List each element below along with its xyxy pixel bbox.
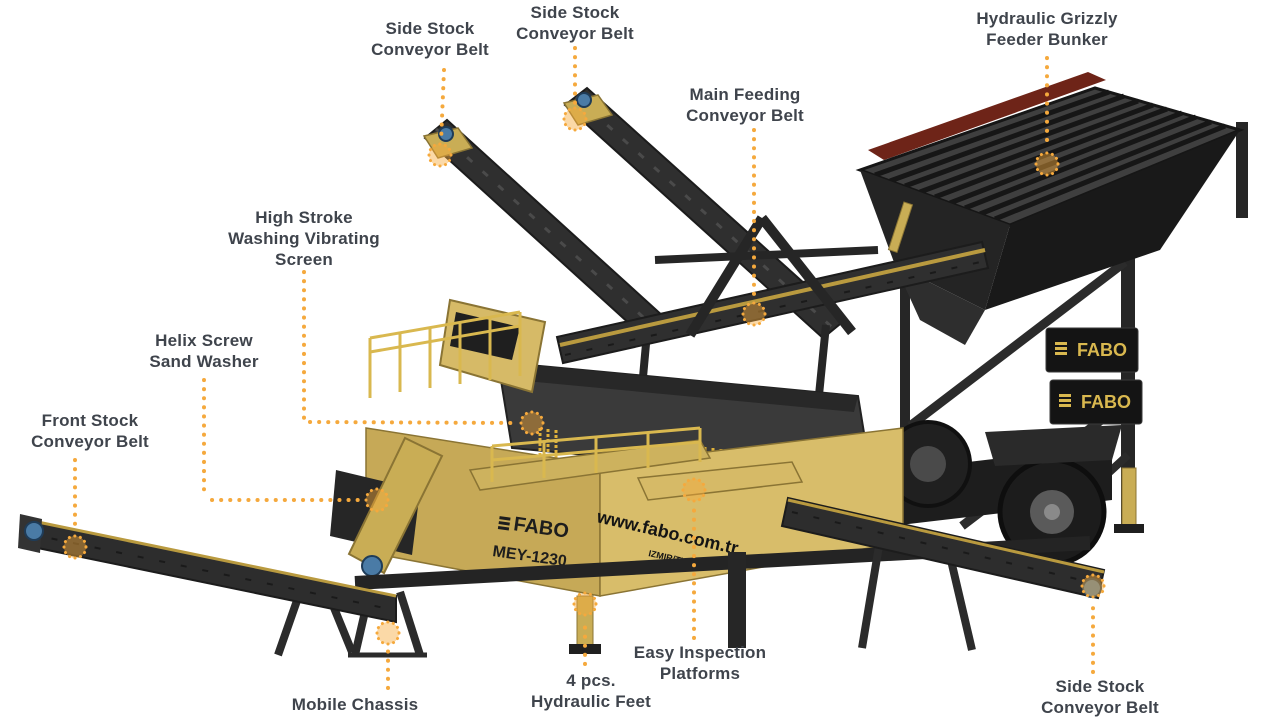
inspection-platforms [468, 426, 804, 501]
helix-screw-sand-washer [330, 436, 444, 577]
front-stock-conveyor [18, 514, 397, 657]
belt-motor-icon [24, 521, 44, 541]
callout-label-hydraulic-feet: 4 pcs. Hydraulic Feet [531, 671, 651, 711]
callout-label-main-feeding-conveyor-belt: Main Feeding Conveyor Belt [686, 85, 804, 125]
callout-lines [73, 46, 1095, 690]
callout-label-side-stock-conveyor-belt-right: Side Stock Conveyor Belt [1041, 677, 1159, 717]
callout-label-front-stock-conveyor-belt: Front Stock Conveyor Belt [31, 411, 149, 451]
belt-motor-icon [438, 126, 454, 142]
helix-motor-icon [361, 555, 383, 577]
callout-label-easy-inspection-platforms: Easy Inspection Platforms [633, 643, 767, 683]
main-feeding-conveyor [555, 214, 990, 365]
callout-label-side-stock-conveyor-belt-left: Side Stock Conveyor Belt [371, 19, 489, 59]
grizzly-bars-icon [874, 89, 1226, 222]
belt-motor-icon [576, 92, 592, 108]
callout-markers [62, 106, 1106, 646]
side-stock-conveyor-top-boom [562, 86, 847, 406]
callout-label-high-stroke-washing-vibrating-screen: High Stroke Washing Vibrating Screen [228, 208, 380, 269]
callout-label-mobile-chassis: Mobile Chassis [291, 695, 419, 714]
fender [985, 425, 1122, 466]
grizzly-feeder-bunker [855, 72, 1245, 345]
fabo-logo-text: FABO [1077, 340, 1127, 360]
fabo-logo-text: FABO [1081, 392, 1131, 412]
callout-label-side-stock-conveyor-belt-top: Side Stock Conveyor Belt [516, 3, 634, 43]
tower-brand-panels: FABO FABO [1045, 327, 1143, 425]
side-stock-conveyor-right-boom [780, 496, 1106, 651]
platform-railings [368, 310, 522, 398]
hydraulic-cylinder-icon [887, 201, 914, 253]
callout-label-hydraulic-grizzly-feeder-bunker: Hydraulic Grizzly Feeder Bunker [976, 9, 1118, 49]
callout-label-helix-screw-sand-washer: Helix Screw Sand Washer [149, 331, 259, 371]
hydraulic-foot-icon [1121, 467, 1137, 527]
